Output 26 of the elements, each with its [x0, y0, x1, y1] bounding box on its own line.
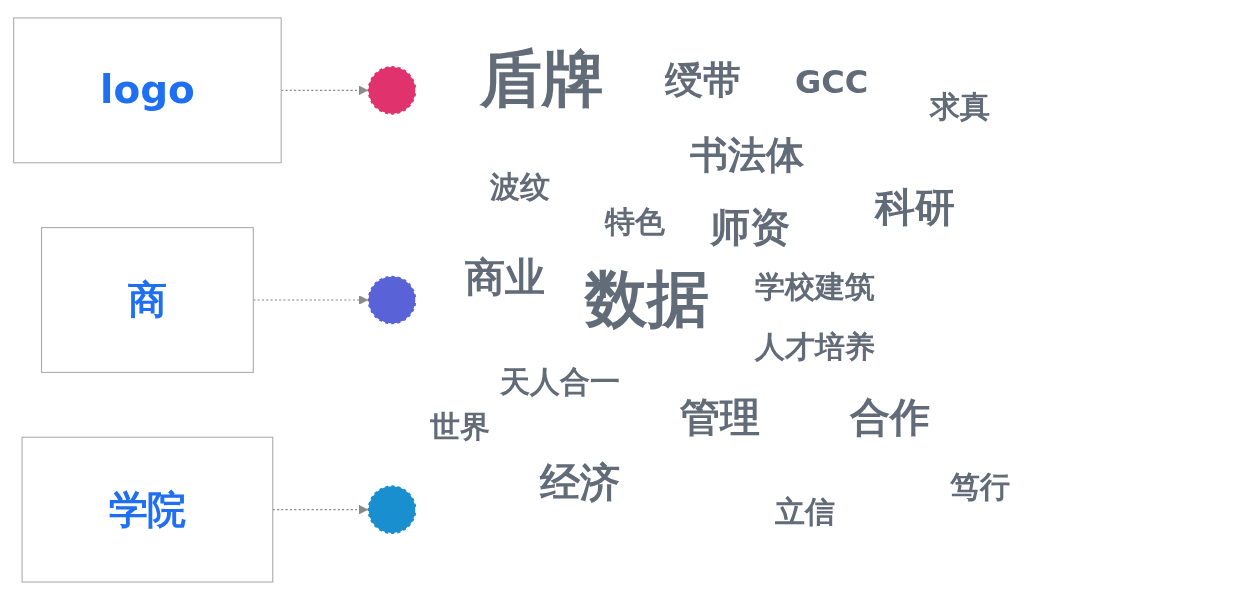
- word-cloud-term: 经济: [540, 460, 620, 504]
- word-cloud-term: 合作: [850, 395, 930, 439]
- node-circle: [366, 274, 418, 325]
- node-box: logo: [13, 16, 282, 163]
- word-cloud-term: 数据: [585, 265, 709, 334]
- word-cloud-term: 人才培养: [755, 330, 875, 363]
- word-cloud-term: 书法体: [690, 135, 804, 177]
- word-cloud-term: 管理: [680, 395, 760, 439]
- word-cloud-term: GCC: [795, 65, 869, 101]
- node-box: 商: [40, 226, 254, 373]
- word-cloud-term: 绶带: [665, 60, 741, 102]
- word-cloud-term: 天人合一: [500, 365, 620, 398]
- word-cloud-term: 学校建筑: [755, 270, 875, 303]
- node-circle: [366, 483, 418, 535]
- word-cloud-term: 商业: [465, 255, 545, 299]
- node-box: 学院: [21, 436, 274, 583]
- word-cloud-term: 立信: [775, 495, 835, 528]
- word-cloud-term: 师资: [710, 205, 790, 249]
- word-cloud-term: 笃行: [950, 470, 1010, 503]
- word-cloud-term: 特色: [605, 205, 665, 238]
- word-cloud-term: 波纹: [490, 170, 550, 203]
- node-circle: [366, 64, 418, 116]
- word-cloud-term: 盾牌: [480, 45, 604, 114]
- word-cloud-term: 世界: [430, 410, 490, 443]
- word-cloud-term: 求真: [930, 90, 990, 123]
- word-cloud-term: 科研: [875, 185, 955, 229]
